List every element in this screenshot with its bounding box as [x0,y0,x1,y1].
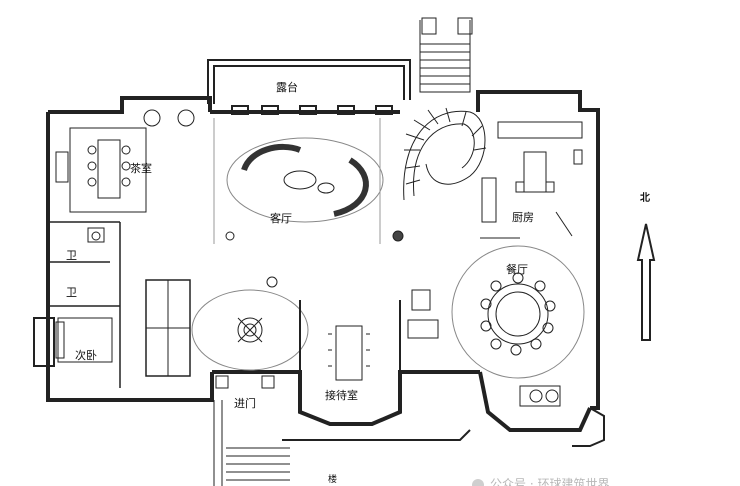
room-label-kitchen: 厨房 [512,211,534,224]
room-label-bath-1: 卫 [66,249,77,262]
room-label-bath-2: 卫 [66,286,77,299]
reception-room-furniture [299,289,439,381]
north-label: 北 [640,193,650,204]
kitchen-furniture [480,121,583,239]
room-label-terrace: 露台 [276,81,298,94]
room-label-dining-room: 餐厅 [506,263,528,276]
room-label-tea-room: 茶室 [130,162,152,175]
terrace-railing [207,59,411,115]
foyer [145,276,309,389]
stair-label: 楼 [328,475,338,485]
watermark-text: 公众号 · 环球建筑世界 [490,477,610,486]
wechat-icon [472,478,484,486]
room-label-second-bedroom: 次卧 [75,349,97,362]
watermark: 公众号 · 环球建筑世界 [472,478,609,486]
tea-room-furniture [55,109,195,213]
room-label-living-room: 客厅 [270,212,292,225]
east-bay [572,407,605,447]
south-stair [213,400,471,486]
west-rooms [33,221,121,388]
dining-room-furniture [451,245,585,407]
room-label-entrance: 进门 [234,397,256,410]
living-room-furniture [213,118,404,244]
room-label-reception-room: 接待室 [325,389,358,402]
exterior-walls [46,90,600,432]
spiral-stair [403,107,487,201]
north-arrow-icon [636,223,656,341]
north-stair [419,17,473,93]
